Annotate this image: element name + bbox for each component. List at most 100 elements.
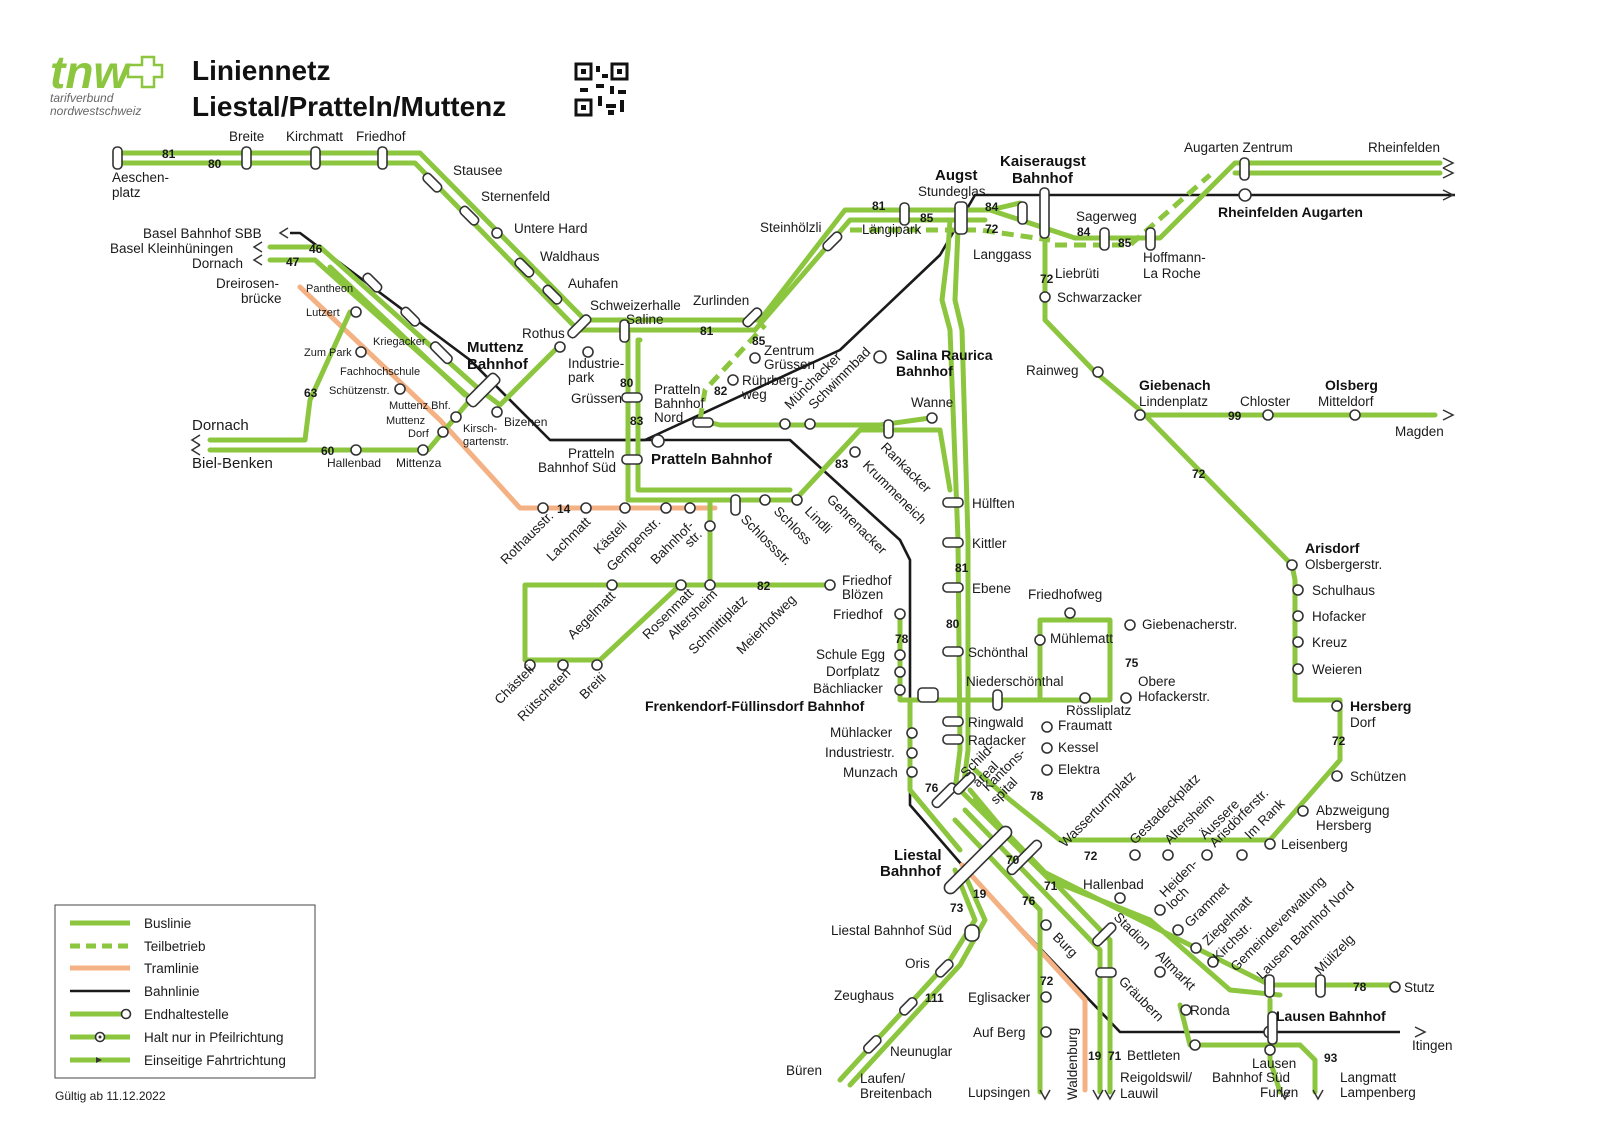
line-label: 81 [162,147,176,161]
station-label: Bahnhof [654,396,705,411]
station-label: Zentrum [764,343,814,358]
line-label: 80 [946,617,960,631]
station-label: Lausen Bahnhof [1276,1008,1386,1024]
station-label: Frenkendorf-Füllinsdorf Bahnhof [645,698,865,714]
station-label: Schützenstr. [329,385,390,397]
line-label: 19 [973,887,987,901]
line-label: 111 [925,991,944,1005]
station-label: Untere Hard [514,221,588,236]
station-label: Liestal [894,847,942,864]
station-label: Blözen [842,587,883,602]
chevron-right-icon [1442,157,1455,169]
station-label: La Roche [1143,266,1201,281]
legend-label: Teilbetrieb [144,939,206,954]
terminus-icon [120,1008,132,1020]
station-label: Dornach [192,256,243,271]
legend-label: Buslinie [144,916,191,931]
line-label: 72 [985,222,999,236]
stops [350,227,1401,1056]
chevron-down-icon [1092,1089,1104,1101]
line-label: 72 [1192,467,1206,481]
station-label: Pratteln Bahnhof [651,451,773,468]
line-label: 47 [286,255,300,269]
chevron-left-icon [252,241,263,253]
chevron-left-icon [190,444,201,456]
line-label: 63 [304,386,318,400]
station-label: Hülften [972,496,1015,511]
line-label: 84 [1077,225,1091,239]
station-label: Salina Raurica [896,347,993,363]
station-label: Krummeneich [860,458,929,527]
station-label: Fachhochschule [340,366,420,378]
qr-code-icon [574,62,629,117]
station-label: Neunuglar [890,1044,953,1059]
line-label: 60 [321,444,335,458]
station-label: Stutz [1404,980,1435,995]
station-label: Munzach [843,765,898,780]
station-label: Magden [1395,424,1444,439]
station-label: Stausee [453,163,503,178]
station-label: Schule Egg [816,647,885,662]
station-label: Ebene [972,581,1011,596]
station-label: Kessel [1058,740,1099,755]
station-label: Olsbergerstr. [1305,557,1382,572]
chevron-right-icon [1414,1026,1427,1038]
map-title-line1: Liniennetz [192,55,330,86]
station-label: Längipark [862,222,922,237]
legend-label: Einseitige Fahrtrichtung [144,1053,286,1068]
station-label: Hallenbad [327,456,381,470]
station-label: Kriegacker [373,336,426,348]
station-label: Weieren [1312,662,1362,677]
line-label: 83 [630,414,644,428]
station-label: Biel-Benken [192,455,273,472]
line-label: 73 [950,901,964,915]
line-label: 71 [1108,1049,1122,1063]
station-label: Langgass [973,247,1032,262]
station-label: Steinhölzli [760,220,822,235]
station-label: Bizenen [504,415,547,429]
station-label: Auf Berg [973,1025,1026,1040]
chevron-right-icon [1442,409,1455,421]
station-label: Eglisacker [968,990,1031,1005]
station-label: Schützen [1350,769,1406,784]
line-label: 71 [1044,879,1058,893]
station-label: Hofacker [1312,609,1367,624]
station-label: Friedhofweg [1028,587,1102,602]
station-label: Grüssen [571,391,622,406]
station-label: Bahnhof [1012,170,1074,187]
station-label: Arisdorf [1305,540,1360,556]
station-label: Rothus [522,326,565,341]
station-label: Bahnhof [880,863,942,880]
chevron-left-icon [252,254,263,266]
station-label: Liebrüti [1055,266,1099,281]
station-label: Auhafen [568,276,618,291]
station-label: Schönthal [968,645,1028,660]
station-label: Schweizerhalle [590,298,681,313]
line-label: 78 [1030,789,1044,803]
station-label: Breitenbach [860,1086,932,1101]
line-label: 83 [835,457,849,471]
station-label: Muttenz [386,415,425,427]
station-label: Bächliacker [813,681,883,696]
station-label: Friedhof [356,129,406,144]
arrow-right-icon [96,1057,102,1063]
station-label: Leisenberg [1281,837,1348,852]
station-label: Bettleten [1127,1048,1180,1063]
chevron-down-icon [1039,1089,1051,1101]
line-label: 46 [309,242,323,256]
station-label: Lauwil [1120,1086,1158,1101]
line-label: 85 [1118,236,1132,250]
station-label: Basel Bahnhof SBB [143,226,262,241]
station-label: Aeschen-platz [112,170,169,200]
station-label: Hallenbad [1083,877,1144,892]
station-label: Bahnhof [467,356,529,373]
station-label: Stundeglas [918,184,986,199]
station-label: park [568,370,595,385]
station-label: Lampenberg [1340,1085,1416,1100]
valid-from-text: Gültig ab 11.12.2022 [55,1089,166,1103]
line-label: 72 [1084,849,1098,863]
station-label: Olsberg [1325,377,1378,393]
station-label: Pantheon [306,283,353,295]
station-label: Hofackerstr. [1138,689,1210,704]
station-label: Kaiseraugst [1000,153,1086,170]
